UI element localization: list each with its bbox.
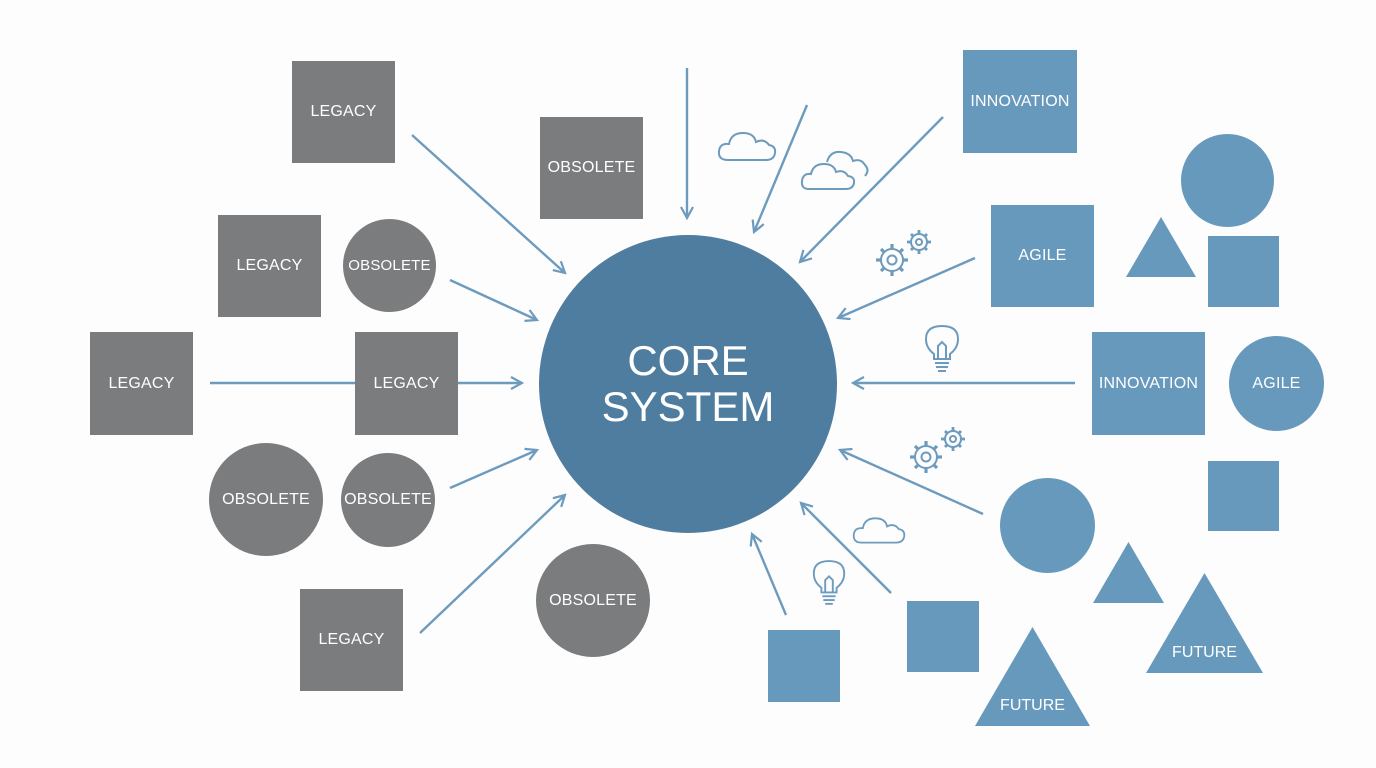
obsolete-circle: OBSOLETE [209, 443, 323, 556]
legacy-box: LEGACY [292, 61, 395, 163]
legacy-label: LEGACY [373, 374, 440, 392]
blue-circle [1000, 478, 1095, 573]
legacy-label: LEGACY [108, 374, 175, 392]
agile-box: AGILE [991, 205, 1094, 307]
arrow-legacy-bottom [419, 495, 565, 634]
arrow-square-low [752, 534, 788, 616]
cloud-icon [717, 131, 777, 161]
future-label: FUTURE [1000, 697, 1065, 714]
core-title-line2: SYSTEM [601, 383, 775, 430]
obsolete-label: OBSOLETE [547, 159, 636, 176]
legacy-box: LEGACY [90, 332, 193, 435]
blue-square [768, 630, 840, 702]
arrow-square-bottom [801, 503, 892, 594]
obsolete-box: OBSOLETE [540, 117, 643, 219]
core-title-line1: CORE [627, 337, 749, 384]
obsolete-label: OBSOLETE [344, 491, 432, 508]
obsolete-circle: OBSOLETE [341, 453, 435, 547]
future-label: FUTURE [1172, 644, 1237, 661]
core-system-circle: CORE SYSTEM [539, 235, 837, 533]
agile-label: AGILE [1018, 247, 1067, 264]
obsolete-label: OBSOLETE [222, 490, 310, 508]
innovation-box: INNOVATION [1092, 332, 1205, 435]
arrow-agile [838, 256, 976, 318]
arrow-innovation-top [800, 116, 944, 262]
blue-square [1208, 461, 1279, 531]
cloud-icon [852, 517, 906, 544]
lightbulb-icon [812, 560, 846, 605]
obsolete-circle: OBSOLETE [343, 219, 436, 312]
arrow-obsolete-lower [449, 450, 537, 490]
blue-square [1208, 236, 1279, 307]
legacy-box: LEGACY [300, 589, 403, 691]
lightbulb-icon [924, 324, 960, 372]
innovation-box: INNOVATION [963, 50, 1077, 153]
legacy-label: LEGACY [310, 103, 377, 120]
legacy-box: LEGACY [218, 215, 321, 317]
innovation-label: INNOVATION [970, 92, 1070, 110]
agile-label: AGILE [1252, 374, 1301, 392]
cloud-icon [800, 150, 869, 190]
gear-icon [910, 427, 965, 473]
gear-icon [876, 230, 931, 276]
agile-circle: AGILE [1229, 336, 1324, 431]
legacy-label: LEGACY [236, 257, 303, 274]
arrow-circle-right [840, 450, 984, 516]
obsolete-circle: OBSOLETE [536, 544, 650, 657]
obsolete-label: OBSOLETE [549, 591, 637, 609]
innovation-label: INNOVATION [1098, 374, 1199, 392]
arrow-obsolete-upper [449, 278, 537, 320]
legacy-label: LEGACY [318, 631, 385, 648]
obsolete-label: OBSOLETE [348, 257, 431, 274]
legacy-box: LEGACY [355, 332, 458, 435]
arrow-legacy-top [411, 134, 565, 273]
blue-square [907, 601, 979, 672]
arrow-top-diagonal [754, 104, 809, 232]
blue-circle [1181, 134, 1274, 227]
